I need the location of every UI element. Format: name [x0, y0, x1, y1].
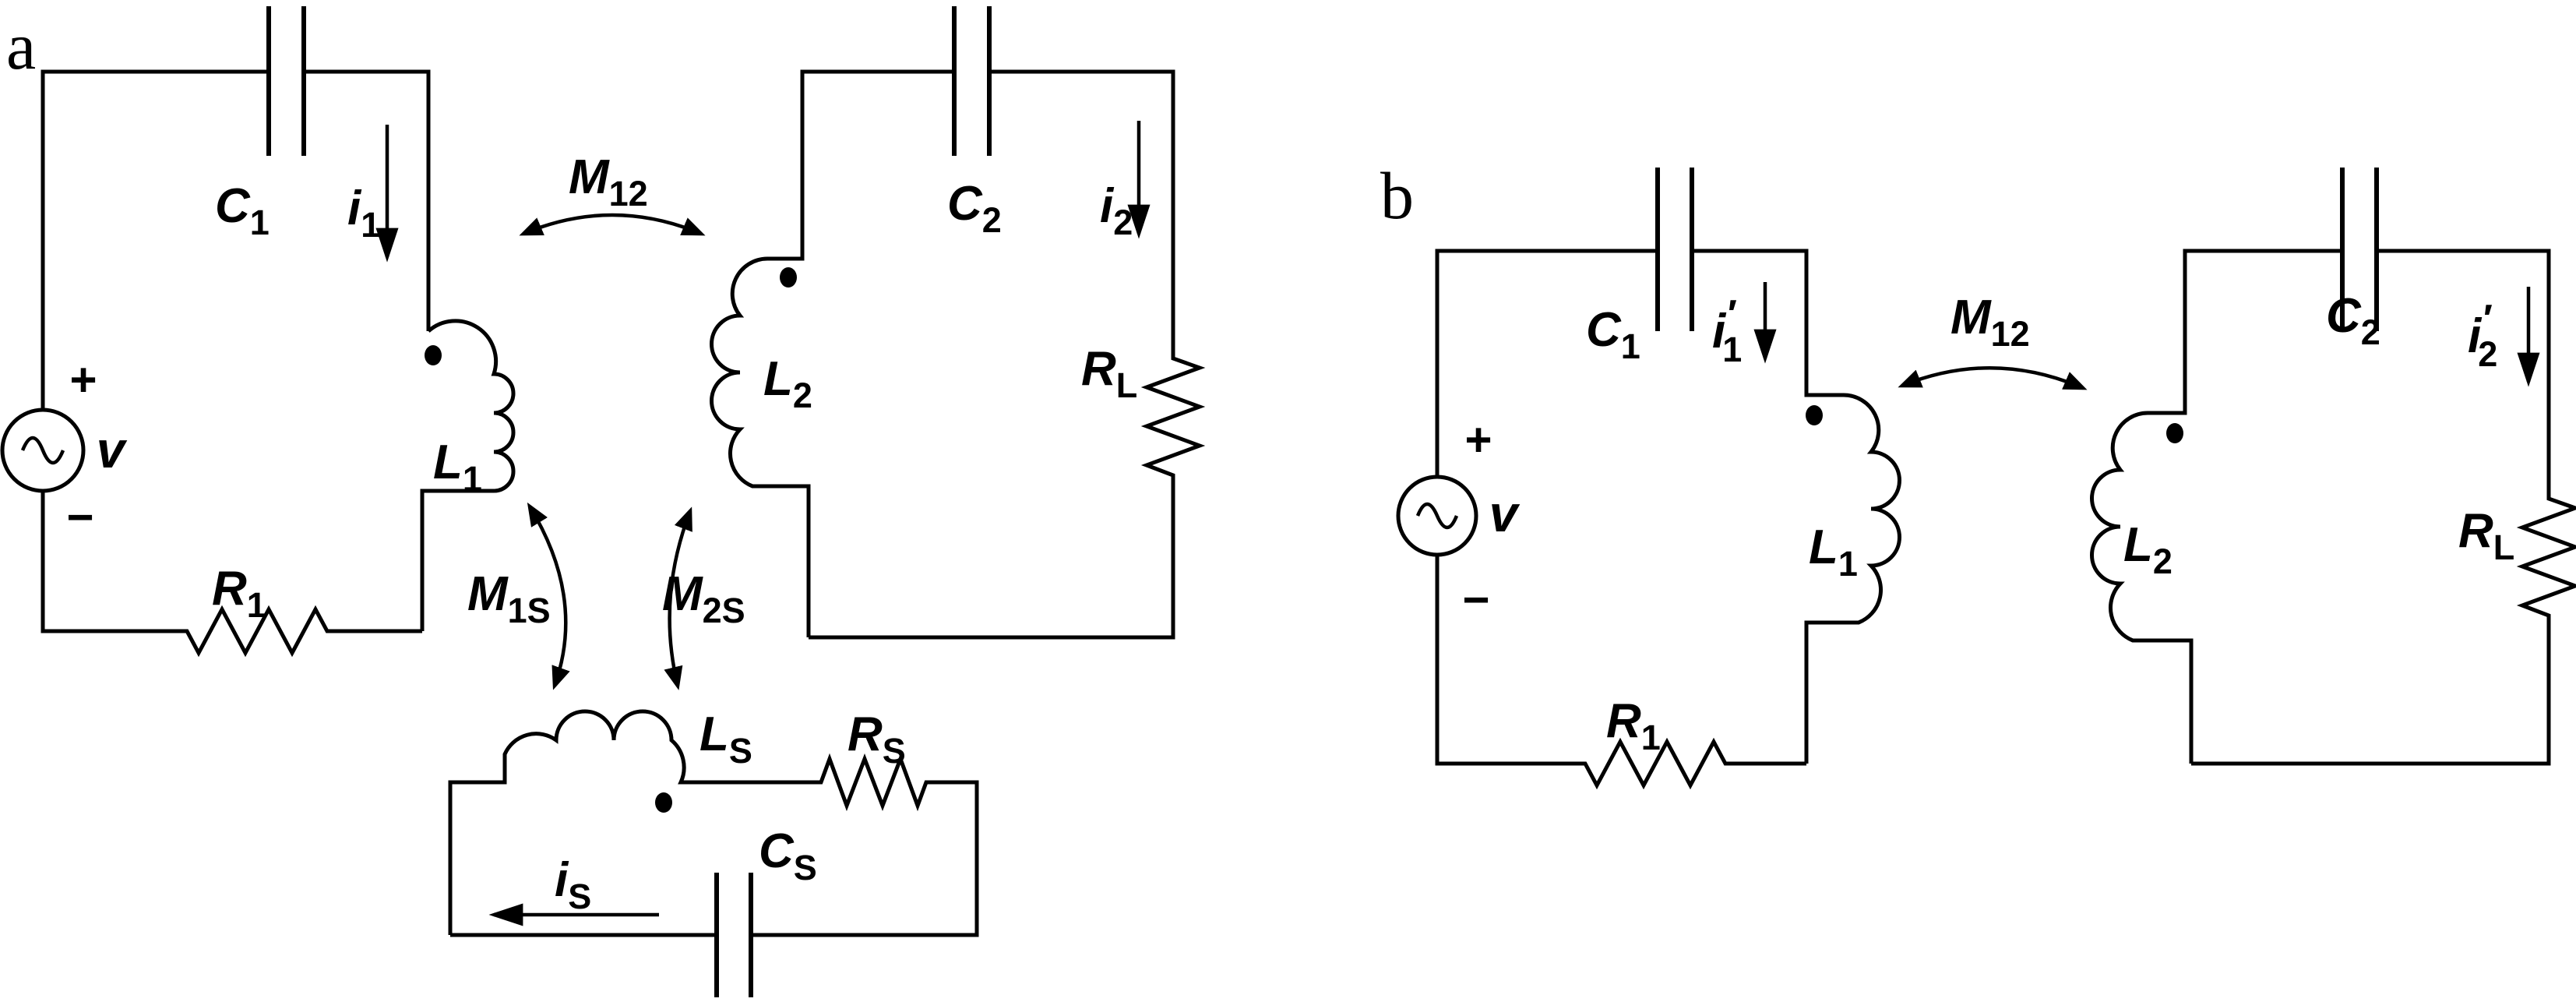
panel-b-label: b: [1380, 158, 1414, 233]
label-b-C1: C1: [1586, 303, 1640, 366]
wire-a-left-right-side: [304, 69, 431, 331]
coupling-arrow-a-M2S: [664, 506, 692, 690]
ac-source-a: [0, 408, 86, 493]
wire-b-right-loop-left-L2: [2090, 249, 2342, 764]
coupling-arrow-b-M12: [1898, 366, 2088, 390]
label-b-L1: L1: [1809, 520, 1858, 584]
label-b-plus: +: [1464, 414, 1492, 466]
label-a-M12: M12: [569, 150, 648, 213]
label-a-plus: +: [69, 354, 97, 406]
label-a-M2S: M2S: [662, 567, 745, 630]
label-a-RL: RL: [1081, 342, 1137, 405]
label-a-iS: iS: [555, 853, 591, 916]
label-b-M12: M12: [1951, 291, 2030, 354]
label-b-R1: R1: [1606, 694, 1661, 757]
panel-b: b C1 i′1 M12 C2 i′2 RL L1 L2 R1 + v: [1380, 158, 2576, 790]
label-b-i2-prime: i′2: [2468, 297, 2497, 374]
wire-b-source-loop-top: [1435, 249, 1658, 477]
label-a-L1: L1: [433, 436, 482, 499]
inductor-a-L1-coil: [420, 319, 516, 631]
sine-icon: [20, 436, 65, 465]
ac-source-b: [1396, 475, 1478, 557]
coupling-arrow-a-M12: [519, 213, 706, 236]
label-b-RL: RL: [2458, 504, 2514, 567]
label-a-RS: RS: [848, 707, 906, 771]
wire-b-left-right-side-L1: [1692, 249, 1901, 764]
label-b-v: v: [1489, 485, 1521, 542]
polarity-dot-a-L1: [425, 345, 442, 365]
panel-a: a C1 i1 M12 C2 i2: [0, 6, 1206, 997]
label-a-LS: LS: [700, 707, 752, 771]
label-a-minus: −: [66, 491, 93, 543]
panel-a-label: a: [6, 9, 36, 83]
wire-a-right-loop-right-with-RL: [809, 69, 1206, 640]
label-a-i1: i1: [347, 182, 380, 245]
polarity-dot-b-L2: [2166, 423, 2183, 443]
label-a-M1S: M1S: [467, 567, 551, 630]
sine-icon: [1415, 502, 1459, 530]
label-b-C2: C2: [2326, 289, 2380, 352]
wire-a-right-loop-left: [710, 69, 954, 637]
label-b-minus: −: [1462, 573, 1489, 626]
wire-a-source-loop-top: [41, 69, 269, 410]
wire-b-right-loop-right-with-RL: [2191, 249, 2576, 766]
polarity-dot-a-LS: [655, 792, 672, 813]
label-a-v: v: [97, 421, 128, 478]
label-b-L2: L2: [2123, 518, 2173, 581]
label-a-i2: i2: [1100, 179, 1133, 242]
label-a-CS: CS: [759, 824, 817, 887]
label-a-L2: L2: [763, 352, 812, 415]
wire-b-bottom-with-R1: [1435, 555, 1806, 790]
label-a-C2: C2: [947, 177, 1002, 240]
coupling-arrow-a-M1S: [527, 502, 570, 690]
wire-a-resonator-loop: [448, 709, 979, 937]
polarity-dot-a-L2: [780, 267, 797, 288]
label-b-i1-prime: i′1: [1712, 292, 1742, 369]
polarity-dot-b-L1: [1806, 405, 1823, 425]
wire-a-bottom-with-R1: [41, 491, 422, 658]
label-a-C1: C1: [215, 179, 270, 242]
label-a-R1: R1: [212, 562, 266, 625]
